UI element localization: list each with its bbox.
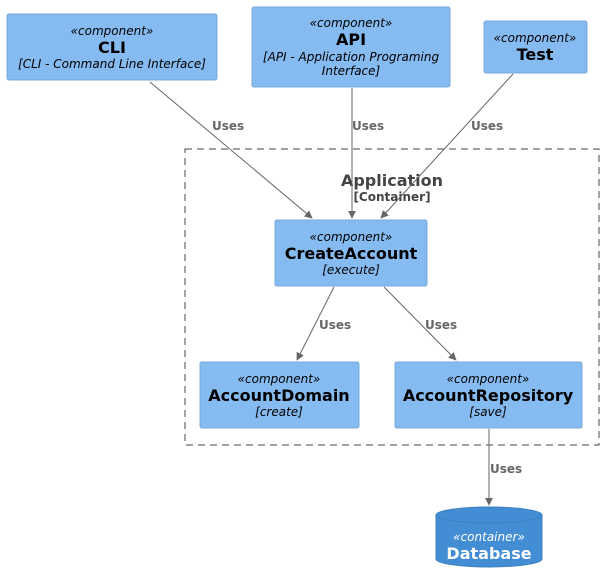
component-createaccount[interactable]: «component» CreateAccount [execute]	[274, 219, 428, 287]
component-createaccount-box	[274, 219, 428, 287]
database-cylinder-rim	[435, 514, 543, 524]
component-accountrepository-stereotype: «component»	[447, 372, 530, 386]
component-api[interactable]: «component» API [API - Application Progr…	[251, 6, 451, 88]
component-api-description-line1: [API - Application Programing	[263, 50, 440, 64]
component-accountdomain-title: AccountDomain	[208, 386, 349, 405]
edge-label-repository: Uses	[425, 318, 457, 332]
component-test-stereotype: «component»	[494, 31, 577, 45]
edge-test-to-createaccount	[380, 73, 514, 219]
component-accountdomain-description: [create]	[255, 405, 303, 419]
component-cli-description: [CLI - Command Line Interface]	[18, 57, 206, 71]
boundary-subtitle: [Container]	[353, 190, 430, 204]
edge-label-api: Uses	[352, 119, 384, 133]
edge-createaccount-to-accountdomain	[296, 286, 335, 361]
edge-label-database: Uses	[490, 462, 522, 476]
edge-createaccount-to-accountrepository	[383, 286, 457, 361]
component-cli-stereotype: «component»	[71, 24, 154, 38]
component-test-box	[483, 20, 588, 74]
component-api-description-line2: Interface]	[322, 64, 381, 78]
edges: Uses Uses Uses Uses Uses Uses	[149, 73, 522, 506]
component-cli[interactable]: «component» CLI [CLI - Command Line Inte…	[6, 13, 218, 81]
database-title: Database	[446, 544, 531, 563]
container-database[interactable]: «container» Database	[435, 506, 543, 568]
component-api-stereotype: «component»	[310, 16, 393, 30]
component-accountdomain-box	[199, 361, 360, 429]
edge-label-test: Uses	[471, 119, 503, 133]
component-accountdomain[interactable]: «component» AccountDomain [create]	[199, 361, 360, 429]
component-api-box	[251, 6, 451, 88]
boundary-frame	[184, 148, 600, 446]
edge-label-domain: Uses	[319, 318, 351, 332]
component-createaccount-stereotype: «component»	[310, 230, 393, 244]
component-cli-box	[6, 13, 218, 81]
component-accountdomain-stereotype: «component»	[238, 372, 321, 386]
component-createaccount-description: [execute]	[322, 263, 380, 277]
edge-label-cli: Uses	[212, 119, 244, 133]
component-test-title: Test	[517, 45, 554, 64]
component-createaccount-title: CreateAccount	[285, 244, 418, 263]
boundary-title: Application	[341, 171, 443, 190]
component-accountrepository-description: [save]	[469, 405, 507, 419]
component-accountrepository-box	[394, 361, 583, 429]
component-accountrepository[interactable]: «component» AccountRepository [save]	[394, 361, 583, 429]
component-accountrepository-title: AccountRepository	[403, 386, 574, 405]
application-boundary: Application [Container]	[184, 148, 600, 446]
database-stereotype: «container»	[453, 530, 525, 544]
component-api-title: API	[336, 30, 366, 49]
component-test[interactable]: «component» Test	[483, 20, 588, 74]
component-cli-title: CLI	[98, 38, 126, 57]
edge-cli-to-createaccount	[149, 81, 313, 219]
